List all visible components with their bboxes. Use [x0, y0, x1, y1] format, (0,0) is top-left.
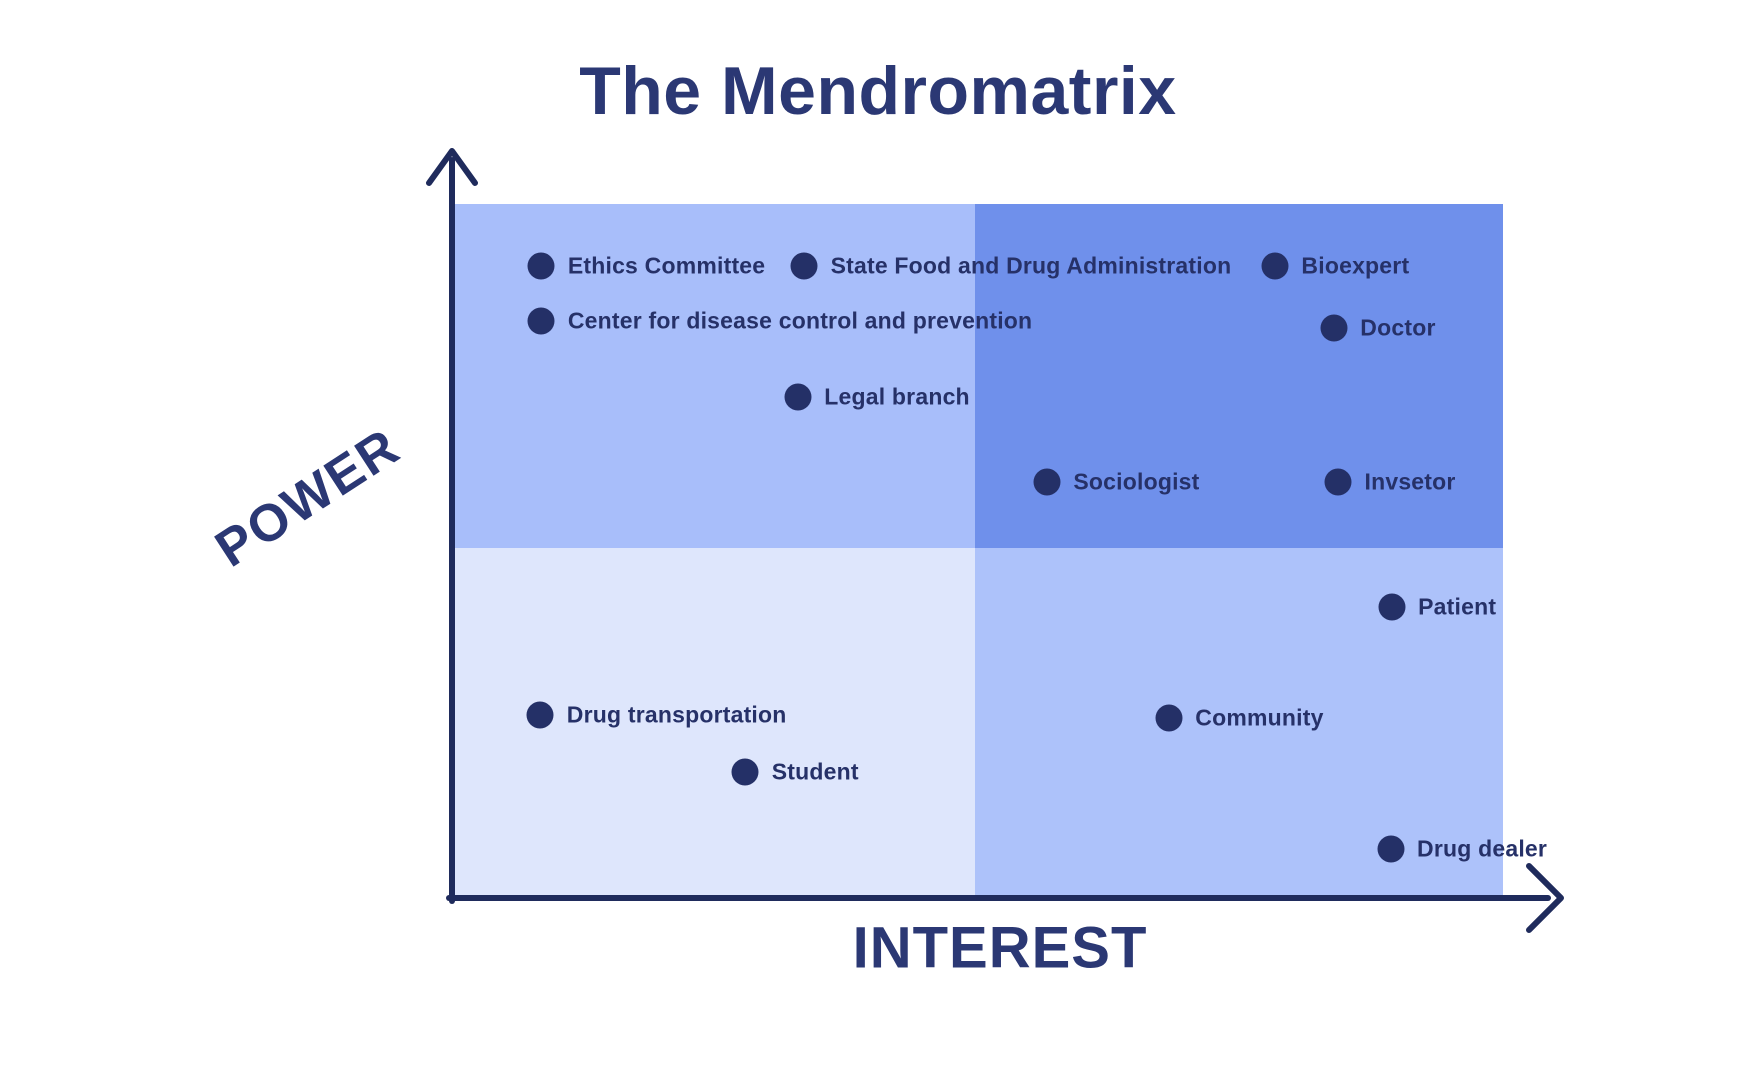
- point-dot: [1377, 835, 1405, 863]
- point-dot: [784, 383, 812, 411]
- point-patient: Patient: [1378, 593, 1497, 621]
- point-label: Ethics Committee: [567, 252, 766, 279]
- point-dot: [1320, 314, 1348, 342]
- point-label: Invsetor: [1364, 468, 1456, 495]
- point-dot: [1033, 468, 1061, 496]
- point-label: Center for disease control and preventio…: [567, 307, 1033, 334]
- point-label: Doctor: [1360, 314, 1436, 341]
- point-dot: [1261, 252, 1289, 280]
- point-label: Drug transportation: [566, 701, 787, 728]
- point-dot: [1155, 704, 1183, 732]
- point-label: Community: [1195, 704, 1324, 731]
- point-dot: [1378, 593, 1406, 621]
- quadrant-top-right: [975, 204, 1503, 549]
- point-sociologist: Sociologist: [1033, 468, 1200, 496]
- point-dot: [527, 307, 555, 335]
- quadrant-bottom-right: [975, 548, 1503, 898]
- y-axis-label: POWER: [205, 417, 411, 579]
- point-doctor: Doctor: [1320, 314, 1436, 342]
- point-label: Legal branch: [824, 383, 970, 410]
- point-community: Community: [1155, 704, 1324, 732]
- point-ethics-committee: Ethics Committee: [527, 252, 766, 280]
- power-interest-matrix: Ethics Committee State Food and Drug Admi…: [452, 204, 1547, 898]
- point-state-food-and-drug-administration: State Food and Drug Administration: [790, 252, 1232, 280]
- point-label: Student: [771, 758, 859, 785]
- point-label: Bioexpert: [1301, 252, 1410, 279]
- point-label: Sociologist: [1073, 468, 1200, 495]
- point-drug-dealer: Drug dealer: [1377, 835, 1548, 863]
- point-dot: [1324, 468, 1352, 496]
- point-dot: [526, 701, 554, 729]
- point-label: Drug dealer: [1417, 835, 1548, 862]
- point-legal-branch: Legal branch: [784, 383, 970, 411]
- point-drug-transportation: Drug transportation: [526, 701, 787, 729]
- point-dot: [731, 758, 759, 786]
- points-layer: Ethics Committee State Food and Drug Admi…: [452, 204, 1547, 898]
- point-invsetor: Invsetor: [1324, 468, 1456, 496]
- point-student: Student: [731, 758, 859, 786]
- page-title: The Mendromatrix: [579, 53, 1177, 129]
- point-bioexpert: Bioexpert: [1261, 252, 1410, 280]
- point-label: Patient: [1418, 593, 1497, 620]
- point-dot: [790, 252, 818, 280]
- x-axis-label: INTEREST: [852, 915, 1148, 981]
- y-axis-arrow-icon: [426, 148, 478, 186]
- point-dot: [527, 252, 555, 280]
- point-label: State Food and Drug Administration: [830, 252, 1232, 279]
- x-axis-arrow-icon: [1526, 863, 1564, 933]
- point-center-for-disease-control-and-prevention: Center for disease control and preventio…: [527, 307, 1033, 335]
